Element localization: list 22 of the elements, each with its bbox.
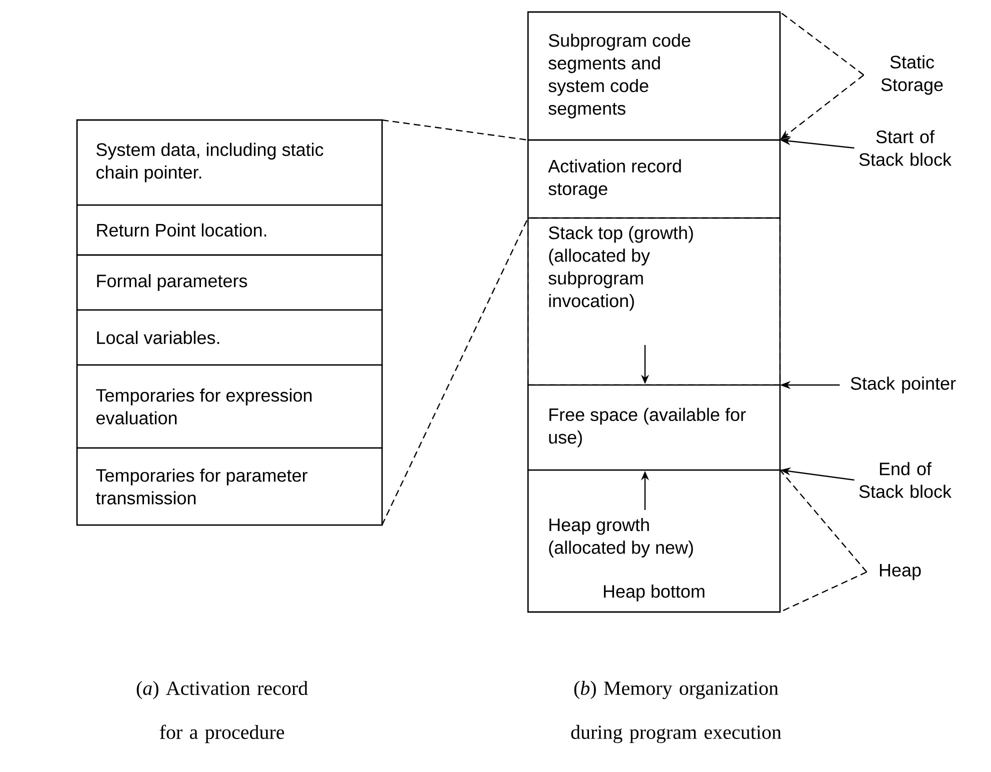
side-label: End of Stack block: [859, 462, 952, 498]
memory-segment: Subprogram code segments and system code segments: [527, 11, 781, 141]
record-field: Local variables.: [76, 309, 383, 366]
record-field: Temporaries for expression evaluation: [76, 364, 383, 449]
side-label: Static Storage: [881, 55, 943, 95]
record-field: Return Point location.: [76, 204, 383, 256]
side-label: Start of Stack block: [859, 130, 952, 166]
record-field: Temporaries for parameter transmission: [76, 447, 383, 526]
record-field: Formal parameters: [76, 254, 383, 311]
figure-caption: (b) Memory organization during program execution: [571, 680, 782, 744]
leader-line: [780, 470, 868, 572]
memory-segment: Stack top (growth) (allocated by subprogram invocation): [527, 217, 781, 386]
record-field: System data, including static chain pointer.: [76, 119, 383, 206]
memory-segment: Heap growth (allocated by new) Heap bottom: [527, 469, 781, 613]
side-label: Heap: [880, 564, 921, 580]
figure-caption: (a) Activation record for a procedure: [136, 680, 308, 744]
memory-segment: Free space (available for use): [527, 384, 781, 471]
leader-line: [780, 12, 864, 76]
side-label: Stack pointer: [850, 376, 956, 394]
leader-line: [381, 218, 529, 526]
memory-segment: Activation record storage: [527, 139, 781, 219]
leader-line: [382, 119, 528, 141]
